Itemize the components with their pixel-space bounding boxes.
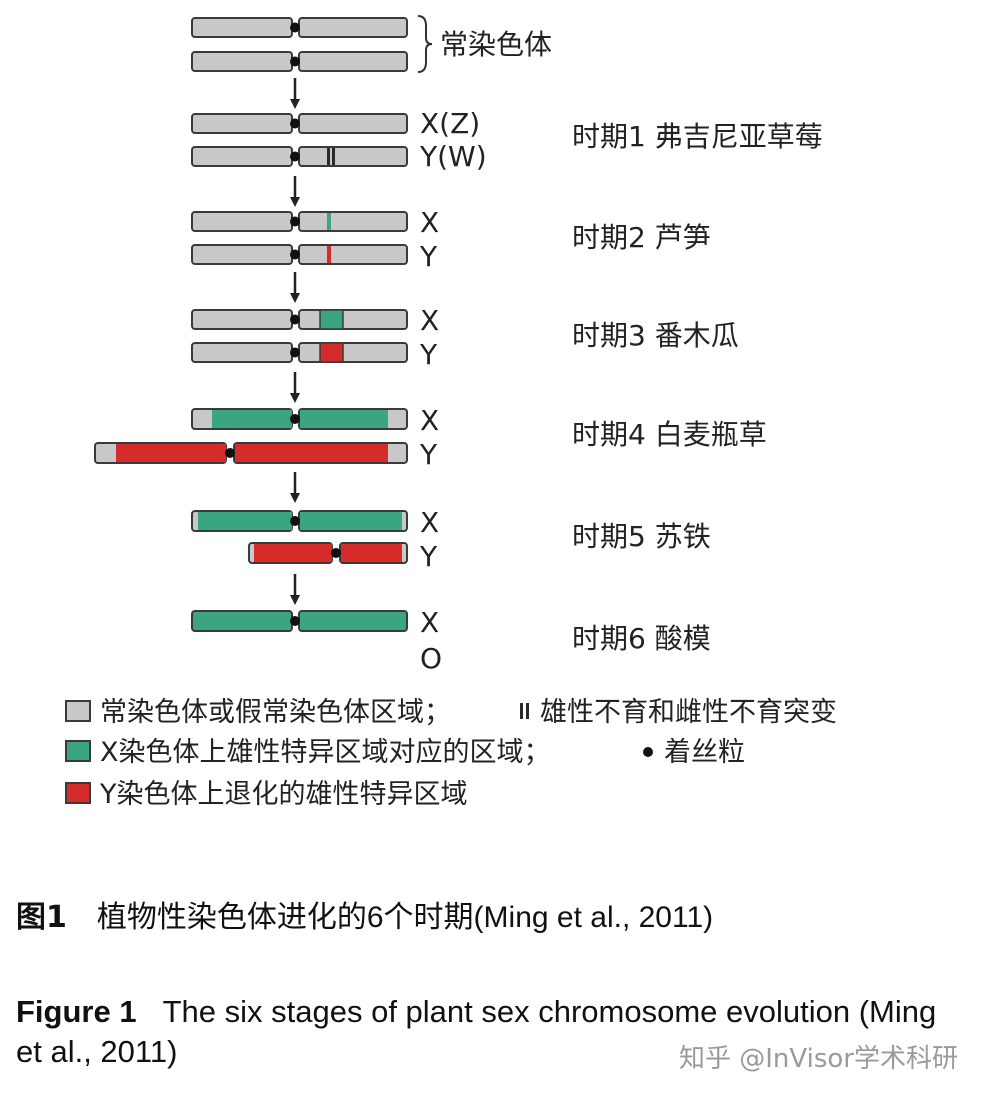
stage-label: 时期1 弗吉尼亚草莓 (572, 120, 823, 153)
x-label: X (420, 506, 439, 539)
centromere-icon (643, 747, 653, 757)
centromere (290, 216, 300, 227)
centromere (290, 118, 300, 129)
y-chromosome-right-arm (298, 146, 408, 167)
centromere (290, 56, 300, 67)
legend-text-y-region: Y染色体上退化的雄性特异区域 (99, 779, 468, 810)
centromere (290, 151, 300, 162)
caption-chinese-label: 图1 (16, 900, 67, 935)
sterility-mutation-icon (526, 703, 529, 719)
centromere (290, 414, 300, 424)
legend: 常染色体或假常染色体区域； 雄性不育和雌性不育突变 X染色体上雄性特异区域对应的… (65, 697, 837, 810)
y-chromosome-right-arm (298, 244, 408, 265)
legend-swatch-green (65, 740, 91, 762)
stage-6: X O 时期6 酸模 (191, 606, 711, 675)
legend-text-autosome: 常染色体或假常染色体区域； (100, 697, 451, 728)
centromere (331, 548, 341, 558)
autosome-top-right-arm (298, 17, 408, 38)
autosome-pair: 常染色体 (191, 15, 552, 73)
legend-swatch-gray (65, 700, 91, 722)
x-chromosome-left-arm (191, 113, 293, 134)
autosome-bottom-left-arm (191, 51, 293, 72)
y-label: Y (419, 338, 438, 371)
x-chromosome-left-arm (191, 309, 293, 330)
y-specific-region (341, 544, 402, 562)
legend-swatch-red (65, 782, 91, 804)
x-chromosome-right-arm (298, 610, 408, 632)
y-label: Y (419, 540, 438, 573)
y-label: Y (419, 438, 438, 471)
centromere (290, 249, 300, 260)
stage-label: 时期6 酸模 (572, 622, 711, 655)
x-chromosome-left-arm (191, 211, 293, 232)
centromere (290, 616, 300, 626)
caption-chinese-text: 植物性染色体进化的6个时期(Ming et al., 2011) (96, 901, 714, 934)
x-specific-region (327, 213, 331, 230)
y-label: Y (419, 240, 438, 273)
x-specific-region (319, 309, 344, 330)
y-chromosome-left-arm (191, 244, 293, 265)
centromere (290, 314, 300, 325)
x-chromosome-left-arm (191, 610, 293, 632)
x-label: X(Z) (420, 107, 480, 140)
stage-label: 时期5 苏铁 (572, 520, 711, 553)
x-chromosome-right-arm (298, 113, 408, 134)
stage-4: X Y 时期4 白麦瓶草 (94, 404, 767, 471)
x-chromosome-right-arm (298, 211, 408, 232)
stage-5: X Y 时期5 苏铁 (191, 506, 711, 573)
sterility-mutation-mark (332, 148, 335, 165)
stage-label: 时期2 芦笋 (572, 221, 711, 254)
x-label: X (420, 606, 439, 639)
x-chromosome-right-arm (298, 309, 408, 330)
y-specific-region (235, 444, 388, 462)
x-label: X (420, 404, 439, 437)
o-label: O (420, 642, 442, 675)
stage-label: 时期4 白麦瓶草 (572, 418, 767, 451)
y-specific-region (254, 544, 332, 562)
watermark: 知乎 @InVisor学术科研 (679, 1044, 958, 1074)
autosome-bottom-right-arm (298, 51, 408, 72)
x-specific-region (300, 512, 402, 530)
y-specific-region (116, 444, 226, 462)
legend-text-x-region: X染色体上雄性特异区域对应的区域； (100, 737, 551, 768)
y-specific-region (319, 342, 344, 363)
x-specific-region (212, 410, 292, 428)
y-chromosome-right-arm (298, 342, 408, 363)
caption-chinese: 图1 植物性染色体进化的6个时期(Ming et al., 2011) (16, 892, 713, 936)
y-chromosome-left-arm (191, 146, 293, 167)
x-specific-region (198, 512, 292, 530)
y-chromosome-left-arm (191, 342, 293, 363)
chromosome-evolution-diagram: 常染色体 X(Z) Y(W) 时期1 弗吉尼亚草莓 X Y 时期2 芦笋 (65, 15, 837, 810)
x-specific-region (300, 410, 388, 428)
legend-text-centromere: 着丝粒 (664, 737, 745, 768)
caption-english-text: The six stages of plant sex chromosome e… (16, 994, 937, 1069)
stage-1: X(Z) Y(W) 时期1 弗吉尼亚草莓 (191, 107, 823, 173)
autosome-brace (417, 15, 433, 73)
centromere (290, 22, 300, 33)
y-specific-region (327, 246, 331, 263)
legend-text-sterility: 雄性不育和雌性不育突变 (540, 697, 837, 728)
centromere (290, 516, 300, 526)
legend-text: 常染色体或假常染色体区域； (100, 697, 451, 728)
caption-english-label: Figure 1 (16, 994, 137, 1029)
x-label: X (420, 206, 439, 239)
autosome-top-left-arm (191, 17, 293, 38)
centromere (225, 448, 235, 458)
sterility-mutation-mark (327, 148, 330, 165)
centromere (290, 347, 300, 358)
x-label: X (420, 304, 439, 337)
autosome-label: 常染色体 (440, 28, 552, 61)
stage-3: X Y 时期3 番木瓜 (191, 304, 739, 371)
y-label: Y(W) (419, 140, 487, 173)
stage-label: 时期3 番木瓜 (572, 319, 739, 352)
sterility-mutation-icon (520, 703, 523, 719)
stage-2: X Y 时期2 芦笋 (191, 206, 711, 273)
